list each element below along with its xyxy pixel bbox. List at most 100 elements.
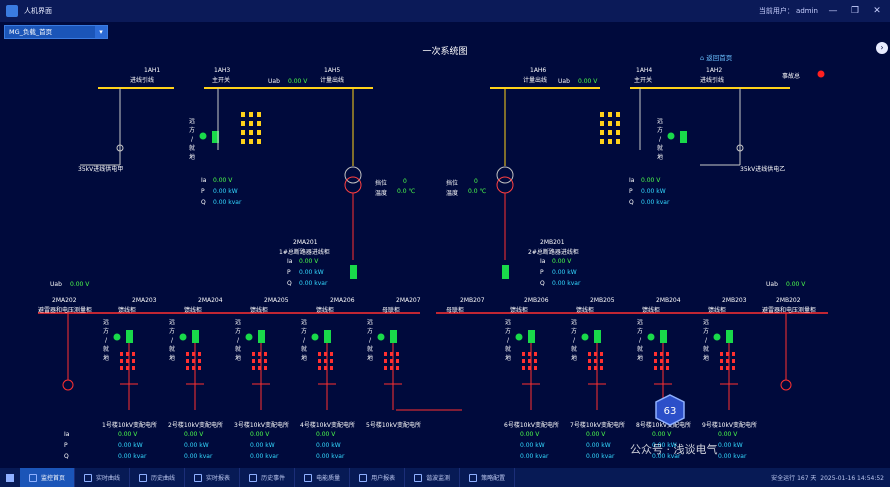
arrester-r — [608, 130, 612, 135]
nav-item-0[interactable]: 监控首页 — [20, 468, 76, 487]
arrester-r — [616, 121, 620, 126]
remote-local-l-4: 地 — [188, 154, 195, 161]
arrester-r — [608, 121, 612, 126]
page-select[interactable]: MG_负载_首页 ▾ — [4, 25, 108, 39]
breaker-in-right[interactable] — [502, 265, 509, 279]
remote-local-r3-3: 就 — [702, 346, 709, 353]
arrester-l3 — [330, 366, 333, 370]
breaker-top-r[interactable] — [680, 131, 687, 143]
breaker-l3[interactable] — [324, 330, 331, 343]
arrester-r1 — [594, 352, 597, 356]
title-bar: 人机界面 当前用户： admin — ❐ ✕ — [0, 0, 890, 22]
cab-1ah5-name: 计量出线 — [320, 77, 345, 84]
feeder-left-ia-2: 0.00 V — [250, 431, 270, 438]
meas-top-right-value-1: 0.00 kW — [641, 188, 666, 195]
cab-1ah6-id: 1AH6 — [530, 67, 547, 74]
nav-item-7[interactable]: 谐波监测 — [405, 468, 461, 487]
nav-item-6[interactable]: 用户报表 — [350, 468, 406, 487]
arrester-l0 — [132, 366, 135, 370]
back-home-link[interactable]: ⌂ 返回首页 — [700, 54, 733, 62]
uab-top-left-value: 0.00 V — [288, 78, 308, 85]
nav-item-4[interactable]: 历史事件 — [240, 468, 296, 487]
nav-item-5[interactable]: 电能质量 — [295, 468, 351, 487]
nav-item-8[interactable]: 策略配置 — [460, 468, 516, 487]
meas-top-right-label-0: Ia — [629, 177, 635, 184]
breaker-r2[interactable] — [660, 330, 667, 343]
arrester-l1 — [186, 366, 189, 370]
cab-2MA204-name: 馈线柜 — [184, 307, 203, 314]
arrester-l2 — [258, 352, 261, 356]
nav-label: 策略配置 — [481, 475, 506, 482]
arrester-r1 — [588, 352, 591, 356]
breaker-top-l[interactable] — [212, 131, 219, 143]
remote-indicator-l — [199, 132, 207, 140]
remote-local-l0-4: 地 — [102, 355, 109, 362]
breaker-r3[interactable] — [726, 330, 733, 343]
nav-icon — [304, 473, 313, 482]
arrester-r — [616, 112, 620, 117]
cab-2MB203-name: 馈线柜 — [708, 307, 727, 314]
arrester-l3 — [324, 352, 327, 356]
nav-icon — [84, 473, 93, 482]
breaker-l1[interactable] — [192, 330, 199, 343]
arrester-l4 — [390, 359, 393, 363]
arrester-l3 — [330, 359, 333, 363]
breaker-l4[interactable] — [390, 330, 397, 343]
arrester-l4 — [396, 366, 399, 370]
arrester-l2 — [252, 359, 255, 363]
arrester-l0 — [120, 359, 123, 363]
arrester-l3 — [318, 366, 321, 370]
feeder-left-q-2: 0.00 kvar — [250, 453, 279, 460]
expand-icon[interactable]: › — [876, 42, 888, 54]
arrester-l2 — [264, 359, 267, 363]
remote-local-l1-3: 就 — [168, 346, 175, 353]
nav-item-2[interactable]: 历史曲线 — [130, 468, 186, 487]
remote-local-r0-3: 就 — [504, 346, 511, 353]
minimize-icon[interactable]: — — [828, 6, 838, 16]
arrester-l0 — [126, 366, 129, 370]
arrester-r2 — [660, 352, 663, 356]
arrester-l1 — [198, 352, 201, 356]
breaker-r0[interactable] — [528, 330, 535, 343]
arrester-r3 — [726, 359, 729, 363]
arrester-l2 — [264, 366, 267, 370]
remote-local-r0-2: / — [506, 337, 510, 344]
remote-local-r2-4: 地 — [636, 355, 643, 362]
breaker-r1[interactable] — [594, 330, 601, 343]
cab-2MA207-id: 2MA207 — [396, 297, 421, 304]
breaker-l0[interactable] — [126, 330, 133, 343]
cab-2MB206-id: 2MB206 — [524, 297, 549, 304]
cab-2MA202-name: 避雷器和电压测量柜 — [38, 307, 93, 314]
cab-1ah5-id: 1AH5 — [324, 67, 341, 74]
arrester-l3 — [324, 359, 327, 363]
meas-top-right-label-1: P — [629, 188, 633, 195]
cab-2MA205-name: 馈线柜 — [250, 307, 269, 314]
cab-1ah4-name: 主开关 — [634, 77, 653, 84]
arrester-l1 — [198, 359, 201, 363]
arrester-r — [608, 139, 612, 144]
arrester-l1 — [186, 352, 189, 356]
breaker-in-left[interactable] — [350, 265, 357, 279]
remote-local-r0-0: 远 — [504, 319, 511, 326]
feeder-right-q-2: 0.00 kvar — [652, 453, 681, 460]
remote-local-r1-4: 地 — [570, 355, 577, 362]
cab-2MB204-name: 馈线柜 — [642, 307, 661, 314]
tx-right-tap-label: 挡位 — [446, 180, 459, 187]
arrester-r3 — [720, 359, 723, 363]
nav-item-3[interactable]: 实时报表 — [185, 468, 241, 487]
close-icon[interactable]: ✕ — [873, 6, 881, 16]
breaker-l2[interactable] — [258, 330, 265, 343]
maximize-icon[interactable]: ❐ — [850, 6, 860, 16]
feeder-right-p-2: 0.00 kW — [652, 442, 677, 449]
cab-1ah2-id: 1AH2 — [706, 67, 723, 74]
nav-item-1[interactable]: 实时曲线 — [75, 468, 131, 487]
transformer-lv-l — [344, 176, 362, 194]
remote-local-r3-4: 地 — [702, 355, 709, 362]
start-icon[interactable] — [0, 468, 20, 487]
feeder-left-name-0: 1号楼10kV变配电所 — [102, 422, 158, 429]
feeder-right-name-1: 7号楼10kV变配电所 — [570, 422, 626, 429]
chevron-down-icon[interactable]: ▾ — [95, 26, 107, 38]
arrester-r2 — [666, 366, 669, 370]
arrester-r2 — [654, 359, 657, 363]
